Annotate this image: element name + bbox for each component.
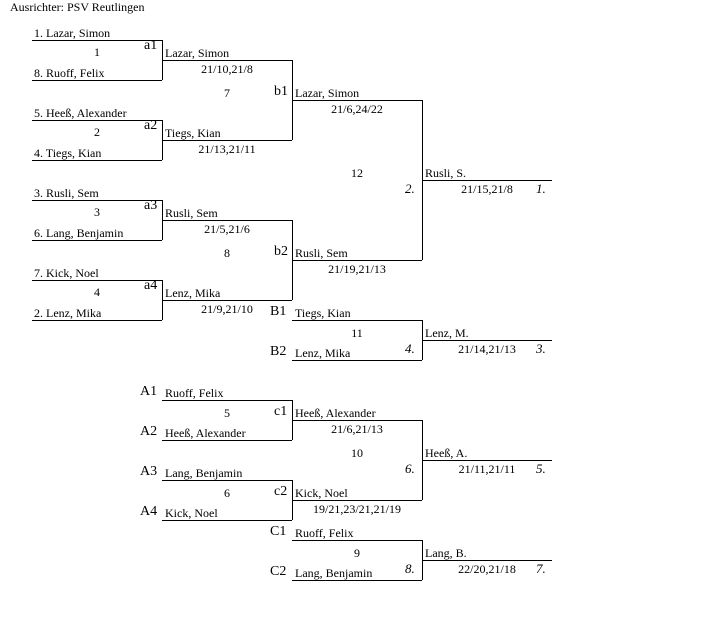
match-label: C2	[270, 564, 287, 579]
player-entry: Tiegs, Kian	[295, 306, 351, 320]
match-score: 21/15,21/8	[461, 182, 513, 196]
match-score: 21/6,21/13	[331, 422, 383, 436]
match-label: A3	[140, 464, 158, 479]
place-label: 1.	[536, 181, 546, 196]
player-entry: Lang, Benjamin	[295, 566, 373, 580]
player-entry: 4. Tiegs, Kian	[34, 146, 102, 160]
match-score: 21/6,24/22	[331, 102, 383, 116]
match-label: c1	[274, 404, 288, 419]
match-score: 21/11,21/11	[458, 462, 516, 476]
place-label: 5.	[536, 461, 546, 476]
match-number: 10	[351, 446, 363, 460]
match-number: 3	[94, 205, 100, 219]
match-score: 21/10,21/8	[201, 62, 253, 76]
place-label: 2.	[405, 181, 415, 196]
place-label: 6.	[405, 461, 415, 476]
player-entry: Heeß, Alexander	[165, 426, 246, 440]
player-entry: 2. Lenz, Mika	[34, 306, 102, 320]
match-label: a2	[144, 118, 158, 133]
winner-entry: Heeß, Alexander	[295, 406, 376, 420]
match-number: 8	[224, 246, 230, 260]
match-label: B1	[270, 304, 287, 319]
match-number: 5	[224, 406, 230, 420]
place-label: 8.	[405, 561, 415, 576]
match-score: 21/14,21/13	[458, 342, 516, 356]
player-entry: Lang, Benjamin	[165, 466, 243, 480]
winner-entry: Lenz, Mika	[165, 286, 221, 300]
place-label: 4.	[405, 341, 415, 356]
match-label: A4	[140, 504, 158, 519]
winner-entry: Kick, Noel	[295, 486, 348, 500]
match-label: a4	[144, 278, 158, 293]
match-number: 7	[224, 86, 230, 100]
match-label: c2	[274, 484, 288, 499]
winner-entry: Lazar, Simon	[295, 86, 360, 100]
player-entry: Ruoff, Felix	[165, 386, 224, 400]
match-number: 12	[351, 166, 363, 180]
match-label: b2	[274, 244, 288, 259]
player-entry: Ruoff, Felix	[295, 526, 354, 540]
player-entry: Kick, Noel	[165, 506, 218, 520]
match-label: C1	[270, 524, 287, 539]
match-score: 19/21,23/21,21/19	[312, 502, 402, 516]
winner-entry: Lang, B.	[425, 546, 467, 560]
place-label: 7.	[536, 561, 546, 576]
player-entry: 8. Ruoff, Felix	[34, 66, 105, 80]
winner-entry: Heeß, A.	[425, 446, 468, 460]
player-entry: Lenz, Mika	[295, 346, 351, 360]
player-entry: 3. Rusli, Sem	[34, 186, 99, 200]
match-label: a3	[144, 198, 158, 213]
winner-entry: Lazar, Simon	[165, 46, 230, 60]
winner-entry: Lenz, M.	[425, 326, 469, 340]
place-label: 3.	[536, 341, 546, 356]
match-label: a1	[144, 38, 158, 53]
match-number: 4	[94, 285, 100, 299]
match-label: A2	[140, 424, 158, 439]
match-number: 9	[354, 546, 360, 560]
match-label: B2	[270, 344, 287, 359]
match-score: 21/9,21/10	[201, 302, 253, 316]
match-score: 21/19,21/13	[328, 262, 386, 276]
match-number: 6	[224, 486, 230, 500]
winner-entry: Rusli, Sem	[165, 206, 218, 220]
match-label: A1	[140, 384, 158, 399]
winner-entry: Rusli, Sem	[295, 246, 348, 260]
player-entry: 5. Heeß, Alexander	[34, 106, 127, 120]
player-entry: 7. Kick, Noel	[34, 266, 99, 280]
match-score: 21/5,21/6	[204, 222, 250, 236]
match-score: 22/20,21/18	[458, 562, 516, 576]
match-label: b1	[274, 84, 288, 99]
player-entry: 1. Lazar, Simon	[34, 26, 111, 40]
match-number: 11	[351, 326, 363, 340]
organizer-title: Ausrichter: PSV Reutlingen	[10, 0, 145, 14]
match-number: 1	[94, 45, 100, 59]
match-score: 21/13,21/11	[198, 142, 256, 156]
winner-entry: Tiegs, Kian	[165, 126, 221, 140]
player-entry: 6. Lang, Benjamin	[34, 226, 124, 240]
match-number: 2	[94, 125, 100, 139]
final-winner: Rusli, S.	[425, 166, 467, 180]
